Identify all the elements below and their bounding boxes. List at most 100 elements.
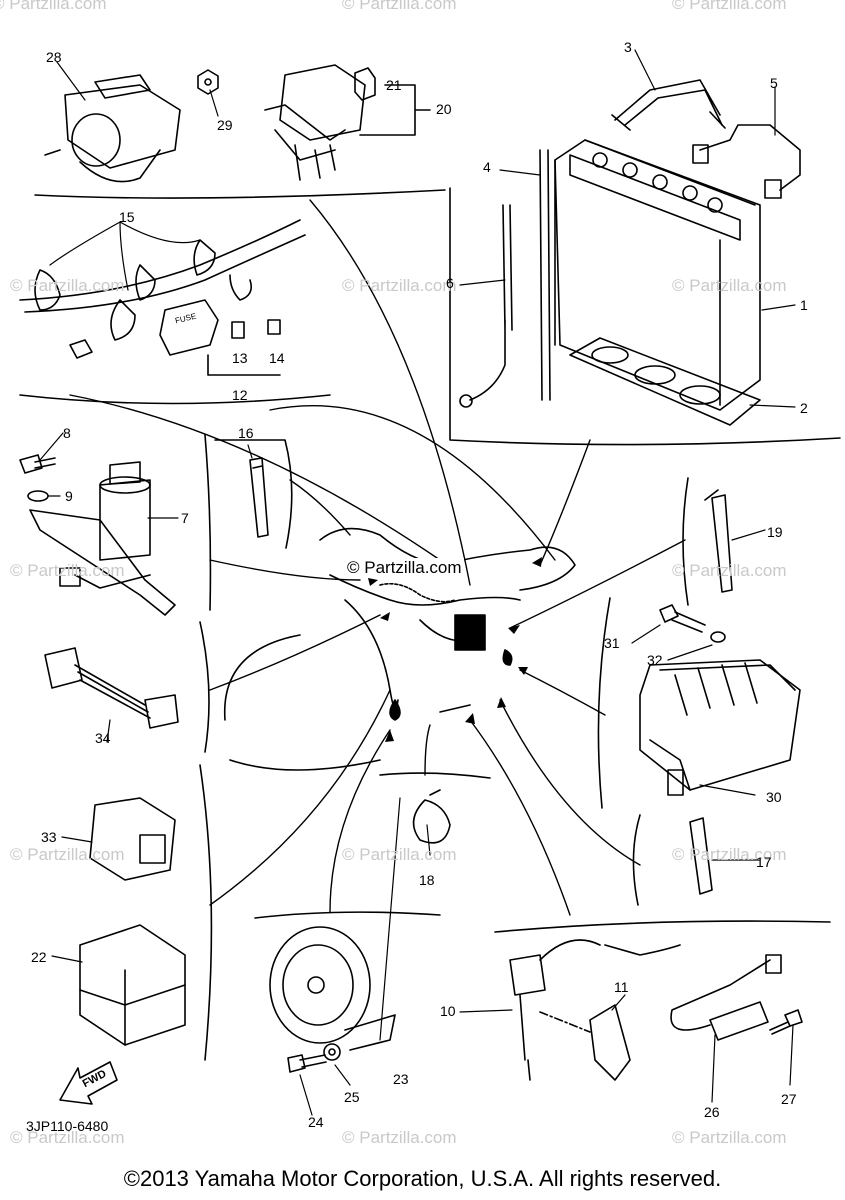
nut-29 <box>197 69 219 95</box>
callout-24[interactable]: 24 <box>308 1114 324 1130</box>
screw-31 <box>659 604 706 633</box>
callout-7[interactable]: 7 <box>181 510 189 526</box>
watermark: © Partzilla.com <box>10 276 125 295</box>
frame-battery <box>449 187 841 446</box>
frame-tie-16 <box>214 439 293 549</box>
battery-band-3 <box>611 79 726 131</box>
washer-32 <box>710 631 726 643</box>
callout-29[interactable]: 29 <box>217 117 233 133</box>
frame-30 <box>597 597 611 809</box>
watermark: © Partzilla.com <box>342 1128 457 1147</box>
washer-9 <box>27 490 49 502</box>
diagram-code: 3JP110-6480 <box>26 1118 109 1134</box>
bracket-12 <box>207 354 281 376</box>
watermark: © Partzilla.com <box>342 845 457 864</box>
callout-18[interactable]: 18 <box>419 872 435 888</box>
ground-cable-6 <box>459 204 513 408</box>
fwd-arrow <box>59 1061 118 1105</box>
callout-leaders <box>39 49 796 1116</box>
horn-23 <box>269 926 396 1051</box>
frame-33-22 <box>199 764 213 1061</box>
fuse-21 <box>354 67 376 101</box>
relay-22 <box>79 924 186 1046</box>
fuse-14 <box>267 319 281 335</box>
leader-arcs <box>69 199 686 916</box>
cdi-unit-30 <box>639 659 801 796</box>
breather-hose-4 <box>539 149 551 401</box>
callout-32[interactable]: 32 <box>647 652 663 668</box>
relay-20 <box>264 64 366 181</box>
watermark: © Partzilla.com <box>672 1128 787 1147</box>
frame-horn <box>254 911 441 919</box>
callout-33[interactable]: 33 <box>41 829 57 845</box>
frame-17 <box>632 814 641 906</box>
callout-17[interactable]: 17 <box>756 854 772 870</box>
callout-1[interactable]: 1 <box>800 297 808 313</box>
callout-34[interactable]: 34 <box>95 730 111 746</box>
callout-14[interactable]: 14 <box>269 350 285 366</box>
battery-1 <box>554 139 761 411</box>
watermark: © Partzilla.com <box>672 276 787 295</box>
callout-9[interactable]: 9 <box>65 488 73 504</box>
cable-tie-17 <box>689 817 713 895</box>
relay-33 <box>89 797 176 881</box>
relay-28 <box>44 74 181 183</box>
watermark: © Partzilla.com <box>10 561 125 580</box>
callout-8[interactable]: 8 <box>63 425 71 441</box>
callout-26[interactable]: 26 <box>704 1104 720 1120</box>
watermark: © Partzilla.com <box>0 0 107 13</box>
callout-10[interactable]: 10 <box>440 1003 456 1019</box>
callout-2[interactable]: 2 <box>800 400 808 416</box>
watermark: © Partzilla.com <box>672 845 787 864</box>
frame-bottom-right <box>494 920 831 933</box>
frame-18 <box>379 772 491 779</box>
callout-22[interactable]: 22 <box>31 949 47 965</box>
callout-31[interactable]: 31 <box>604 635 620 651</box>
callout-13[interactable]: 13 <box>232 350 248 366</box>
central-wire-harness <box>223 527 576 771</box>
callout-28[interactable]: 28 <box>46 49 62 65</box>
bracket-20-21 <box>359 84 431 136</box>
condenser-26 <box>670 954 782 1041</box>
callout-25[interactable]: 25 <box>344 1089 360 1105</box>
watermark: © Partzilla.com <box>10 845 125 864</box>
leader-arrowheads <box>368 557 542 742</box>
frame-34 <box>199 621 210 753</box>
watermark: © Partzilla.com <box>342 0 457 13</box>
battery-lead-5 <box>692 124 801 199</box>
cable-tie-19 <box>704 489 733 593</box>
watermark: © Partzilla.com <box>342 276 457 295</box>
callout-4[interactable]: 4 <box>483 159 491 175</box>
frame-left-switch <box>204 434 212 611</box>
callout-12[interactable]: 12 <box>232 387 248 403</box>
callout-3[interactable]: 3 <box>624 39 632 55</box>
watermark: © Partzilla.com <box>672 0 787 13</box>
screw-27 <box>769 1009 803 1035</box>
watermark-center: © Partzilla.com <box>345 558 464 578</box>
copyright-notice: ©2013 Yamaha Motor Corporation, U.S.A. A… <box>123 1166 722 1191</box>
callout-6[interactable]: 6 <box>446 275 454 291</box>
callout-20[interactable]: 20 <box>436 101 452 117</box>
sub-lead-34 <box>44 647 179 729</box>
callout-21[interactable]: 21 <box>386 77 402 93</box>
bracket-11 <box>589 1004 631 1081</box>
callout-23[interactable]: 23 <box>393 1071 409 1087</box>
callout-5[interactable]: 5 <box>770 75 778 91</box>
watermark: © Partzilla.com <box>672 561 787 580</box>
frame-19 <box>682 477 689 606</box>
fuse-13 <box>231 321 245 339</box>
cable-tie-16 <box>249 457 269 538</box>
switch-10 <box>509 939 681 1081</box>
callout-15[interactable]: 15 <box>119 209 135 225</box>
harness-clamps-15 <box>19 219 306 359</box>
frame-top-relays <box>34 189 446 199</box>
callout-30[interactable]: 30 <box>766 789 782 805</box>
washer-25 <box>323 1043 341 1061</box>
fuse-box-12 <box>159 299 219 356</box>
callout-27[interactable]: 27 <box>781 1091 797 1107</box>
callout-16[interactable]: 16 <box>238 425 254 441</box>
callout-19[interactable]: 19 <box>767 524 783 540</box>
callout-11[interactable]: 11 <box>614 979 629 995</box>
battery-pad-2 <box>569 337 761 426</box>
